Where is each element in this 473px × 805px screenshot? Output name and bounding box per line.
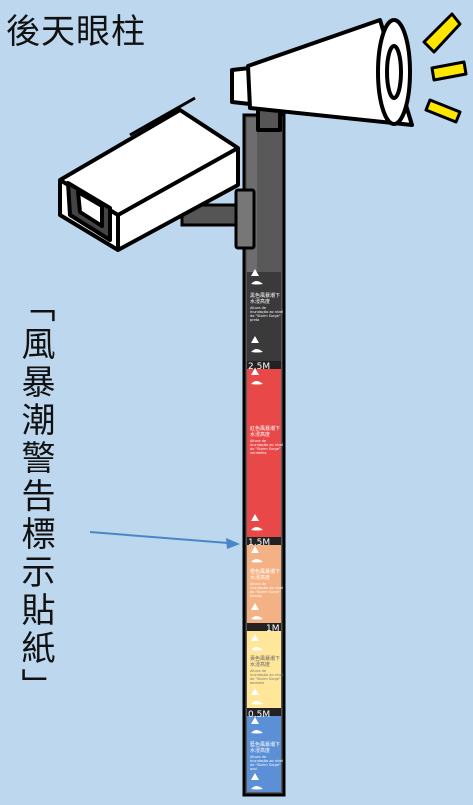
level-1m: 1M [266,624,280,634]
band-red [247,369,281,546]
band-black-sub-1: Altura de [250,306,266,310]
band-red-sub-1: Altura de [250,439,266,443]
band-blue-heading-2: 水浸高度 [250,747,270,754]
band-orange-heading-1: 橙色風暴潮下 [250,568,280,575]
band-orange-heading-2: 水浸高度 [250,574,270,581]
band-black-sub-4: preto [250,318,259,322]
level-2-5m: 2.5M [248,362,270,372]
band-black-heading-1: 黑色風暴潮下 [250,292,280,299]
band-yellow-sub-3: do "Storm Surge" [250,677,281,681]
band-yellow-heading-1: 黃色風暴潮下 [250,655,280,662]
band-yellow-sub-4: amarelo [250,681,264,685]
band-orange [247,545,281,632]
band-blue-sub-4: azul [250,767,257,771]
alert-marks [422,12,468,124]
band-orange-sub-2: inundação ao nível [250,586,283,590]
band-blue [247,716,281,792]
band-black-sub-2: inundação ao nível [250,310,283,314]
band-yellow-sub-1: Altura de [250,669,266,673]
band-orange-sub-3: do "Storm Surge" [250,590,281,594]
level-0-5m: 0.5M [248,710,270,720]
band-red-heading-1: 紅色風暴潮下 [250,425,280,432]
band-red-sub-3: do "Storm Surge" [250,447,281,451]
level-1-5m: 1.5M [248,538,270,548]
band-black [247,272,281,371]
band-red-sub-4: vermelho [250,451,267,455]
band-blue-heading-1: 藍色風暴潮下 [250,741,280,748]
band-blue-sub-2: inundação ao nível [250,759,283,763]
wave-warning-icon [251,269,263,790]
band-black-sub-3: do "Storm Surge" [250,314,281,318]
band-yellow-heading-2: 水浸高度 [250,661,270,668]
pointer-arrow [89,531,240,549]
band-orange-sub-1: Altura de [250,582,266,586]
megaphone-icon [230,18,414,132]
camera-bracket [180,188,256,250]
side-label: 「風暴潮警告標示貼紙」 [15,288,55,706]
band-red-heading-2: 水浸高度 [250,431,270,438]
band-orange-sub-4: laranja [250,594,262,598]
band-yellow-sub-2: inundação ao nível [250,673,283,677]
band-red-sub-2: inundação ao nível [250,443,283,447]
band-black-heading-2: 水浸高度 [250,298,270,305]
page-title: 後天眼柱 [6,12,146,52]
band-blue-sub-1: Altura de [250,755,266,759]
band-blue-sub-3: do "Storm Surge" [250,763,281,767]
security-camera-icon [58,96,240,252]
band-yellow [247,631,281,717]
